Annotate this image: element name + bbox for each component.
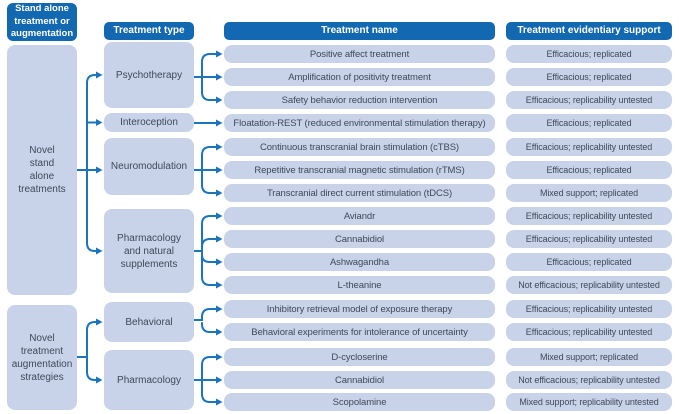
treatment-type-pharmacology: Pharmacology	[104, 350, 194, 410]
treatment-name-row: Inhibitory retrieval model of exposure t…	[224, 300, 495, 318]
treatment-name-row: Floatation-REST (reduced environmental s…	[224, 114, 495, 132]
support-row: Not efficacious; replicability untested	[506, 371, 672, 389]
support-row: Efficacious; replicated	[506, 253, 672, 271]
support-row: Efficacious; replicability untested	[506, 300, 672, 318]
column-header-treatment-name: Treatment name	[224, 22, 495, 40]
support-row: Efficacious; replicated	[506, 45, 672, 63]
corner-header: Stand alone treatment or augmentation	[7, 3, 77, 41]
treatment-name-row: Aviandr	[224, 207, 495, 225]
treatment-name-row: Cannabidiol	[224, 371, 495, 389]
treatment-name-row: Transcranial direct current stimulation …	[224, 184, 495, 202]
treatment-name-row: Amplification of positivity treatment	[224, 68, 495, 86]
treatment-type-neuromodulation: Neuromodulation	[104, 138, 194, 195]
treatment-name-row: Ashwagandha	[224, 253, 495, 271]
support-row: Mixed support; replicated	[506, 348, 672, 366]
support-row: Efficacious; replicability untested	[506, 230, 672, 248]
treatment-name-row: Continuous transcranial brain stimulatio…	[224, 138, 495, 156]
treatment-type-pharmacology-supplements: Pharmacology and natural supplements	[104, 209, 194, 293]
column-header-evidentiary-support: Treatment evidentiary support	[506, 22, 672, 40]
group-novel-stand-alone-treatments: Novel stand alone treatments	[7, 45, 77, 295]
column-header-treatment-type: Treatment type	[104, 22, 194, 40]
support-row: Mixed support; replicated	[506, 184, 672, 202]
treatment-name-row: Cannabidiol	[224, 230, 495, 248]
support-row: Efficacious; replicability untested	[506, 207, 672, 225]
treatment-name-row: Behavioral experiments for intolerance o…	[224, 323, 495, 341]
treatment-type-psychotherapy: Psychotherapy	[104, 42, 194, 108]
treatment-name-row: Safety behavior reduction intervention	[224, 91, 495, 109]
support-row: Efficacious; replicability untested	[506, 323, 672, 341]
group-novel-treatment-augmentation-strategies: Novel treatment augmentation strategies	[7, 305, 77, 410]
support-row: Mixed support; replicability untested	[506, 393, 672, 411]
support-row: Efficacious; replicated	[506, 68, 672, 86]
support-row: Efficacious; replicated	[506, 161, 672, 179]
support-row: Efficacious; replicability untested	[506, 138, 672, 156]
support-row: Not efficacious; replicability untested	[506, 276, 672, 294]
treatment-name-row: Scopolamine	[224, 393, 495, 411]
treatment-name-row: L-theanine	[224, 276, 495, 294]
treatment-name-row: Repetitive transcranial magnetic stimula…	[224, 161, 495, 179]
treatment-name-row: Positive affect treatment	[224, 45, 495, 63]
treatment-type-behavioral: Behavioral	[104, 302, 194, 342]
support-row: Efficacious; replicability untested	[506, 91, 672, 109]
treatment-name-row: D-cycloserine	[224, 348, 495, 366]
treatment-type-interoception: Interoception	[104, 113, 194, 132]
support-row: Efficacious; replicated	[506, 114, 672, 132]
